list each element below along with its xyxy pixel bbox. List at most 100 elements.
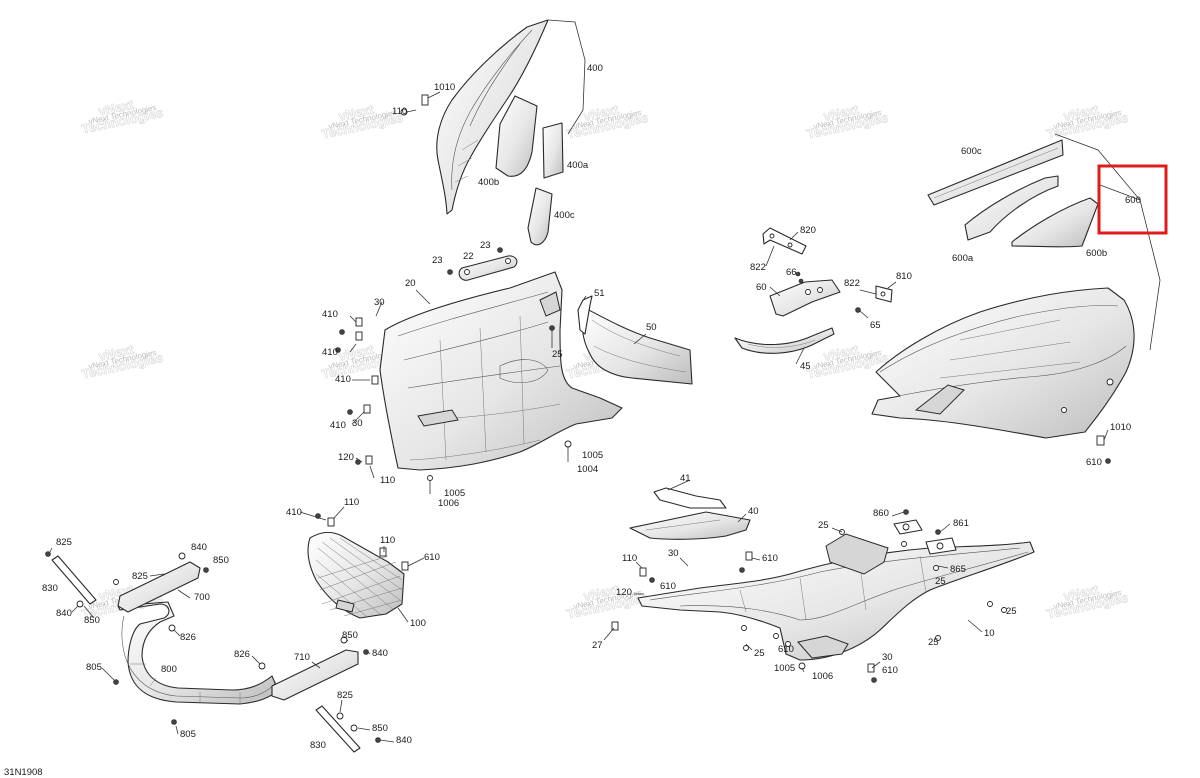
callout-400[interactable]: 400 [587,63,603,74]
callout-22[interactable]: 22 [463,251,474,262]
callout-400b[interactable]: 400b [478,177,499,188]
callout-610[interactable]: 610 [660,581,676,592]
callout-410[interactable]: 410 [322,347,338,358]
callout-850[interactable]: 850 [372,723,388,734]
callout-45[interactable]: 45 [800,361,811,372]
grille-100[interactable] [307,531,405,619]
panel-600b[interactable] [1011,197,1099,248]
callout-822[interactable]: 822 [844,278,860,289]
callout-800[interactable]: 800 [161,664,177,675]
callout-1005[interactable]: 1005 [444,488,465,499]
callout-100[interactable]: 100 [410,618,426,629]
clip-41[interactable] [653,487,727,509]
callout-410[interactable]: 410 [286,507,302,518]
callout-120[interactable]: 120 [616,587,632,598]
callout-850[interactable]: 850 [342,630,358,641]
callout-825[interactable]: 825 [56,537,72,548]
callout-1006[interactable]: 1006 [438,498,459,509]
callout-23[interactable]: 23 [480,240,491,251]
callout-840[interactable]: 840 [191,542,207,553]
callout-1004[interactable]: 1004 [577,464,598,475]
pad-400c[interactable] [527,187,553,246]
callout-51[interactable]: 51 [594,288,605,299]
callout-110[interactable]: 110 [380,535,395,546]
callout-825[interactable]: 825 [337,690,353,701]
callout-20[interactable]: 20 [405,278,416,289]
callout-25[interactable]: 25 [928,637,939,648]
callout-822[interactable]: 822 [750,262,766,273]
callout-120[interactable]: 120 [338,452,354,463]
callout-600a[interactable]: 600a [952,253,974,264]
plate-22[interactable] [458,255,518,281]
callout-110[interactable]: 110 [622,553,637,564]
callout-840[interactable]: 840 [56,608,72,619]
callout-840[interactable]: 840 [372,648,388,659]
callout-805[interactable]: 805 [86,662,102,673]
callout-1010[interactable]: 1010 [1110,422,1131,433]
callout-25[interactable]: 25 [1006,606,1017,617]
bracket-700[interactable] [117,561,201,613]
callout-830[interactable]: 830 [42,583,58,594]
callout-30[interactable]: 30 [882,652,893,663]
callout-41[interactable]: 41 [680,473,691,484]
belly-pan-10[interactable] [637,541,1035,661]
callout-25[interactable]: 25 [818,520,829,531]
callout-25[interactable]: 25 [552,349,563,360]
side-body-panel[interactable] [871,287,1135,439]
callout-805[interactable]: 805 [180,729,196,740]
callout-25[interactable]: 25 [754,648,765,659]
callout-410[interactable]: 410 [322,309,338,320]
pad-400b[interactable] [495,95,538,177]
trim-40[interactable] [629,511,751,540]
callout-27[interactable]: 27 [592,640,603,651]
callout-1005[interactable]: 1005 [582,450,603,461]
callout-820[interactable]: 820 [800,225,816,236]
callout-30[interactable]: 30 [374,297,385,308]
callout-410[interactable]: 410 [330,420,346,431]
callout-850[interactable]: 850 [84,615,100,626]
callout-1005[interactable]: 1005 [774,663,795,674]
side-panel-400[interactable] [436,19,549,215]
plate-830-left[interactable] [51,555,97,605]
callout-830[interactable]: 830 [310,740,326,751]
callout-610[interactable]: 610 [424,552,440,563]
callout-110[interactable]: 110 [392,106,407,117]
plate-830-right[interactable] [315,705,361,753]
callout-710[interactable]: 710 [294,652,310,663]
callout-826[interactable]: 826 [234,649,250,660]
callout-850[interactable]: 850 [213,555,229,566]
callout-25[interactable]: 25 [935,576,946,587]
callout-65[interactable]: 65 [870,320,881,331]
callout-700[interactable]: 700 [194,592,210,603]
callout-1010[interactable]: 1010 [434,82,455,93]
callout-66[interactable]: 66 [786,267,797,278]
callout-410[interactable]: 410 [335,374,351,385]
callout-50[interactable]: 50 [646,322,657,333]
callout-30[interactable]: 30 [668,548,679,559]
callout-610[interactable]: 610 [762,553,778,564]
callout-610[interactable]: 610 [778,644,794,655]
trim-45[interactable] [734,327,835,354]
panel-600a[interactable] [964,175,1059,241]
pad-400a[interactable] [542,122,564,179]
callout-826[interactable]: 826 [180,632,196,643]
bracket-60[interactable] [769,279,841,317]
bracket-710[interactable] [271,649,359,701]
callout-23[interactable]: 23 [432,255,443,266]
callout-60[interactable]: 60 [756,282,767,293]
callout-840[interactable]: 840 [396,735,412,746]
callout-825[interactable]: 825 [132,571,148,582]
callout-40[interactable]: 40 [748,506,759,517]
callout-30[interactable]: 30 [352,418,363,429]
callout-861[interactable]: 861 [953,518,969,529]
callout-400c[interactable]: 400c [554,210,575,221]
panel-600c[interactable] [927,139,1064,206]
deflector-50[interactable] [581,307,693,385]
callout-600[interactable]: 600 [1125,195,1141,206]
callout-610[interactable]: 610 [882,665,898,676]
callout-600c[interactable]: 600c [961,146,982,157]
bumper-bar-800[interactable] [117,601,279,705]
callout-10[interactable]: 10 [984,628,995,639]
callout-810[interactable]: 810 [896,271,912,282]
callout-600b[interactable]: 600b [1086,248,1107,259]
